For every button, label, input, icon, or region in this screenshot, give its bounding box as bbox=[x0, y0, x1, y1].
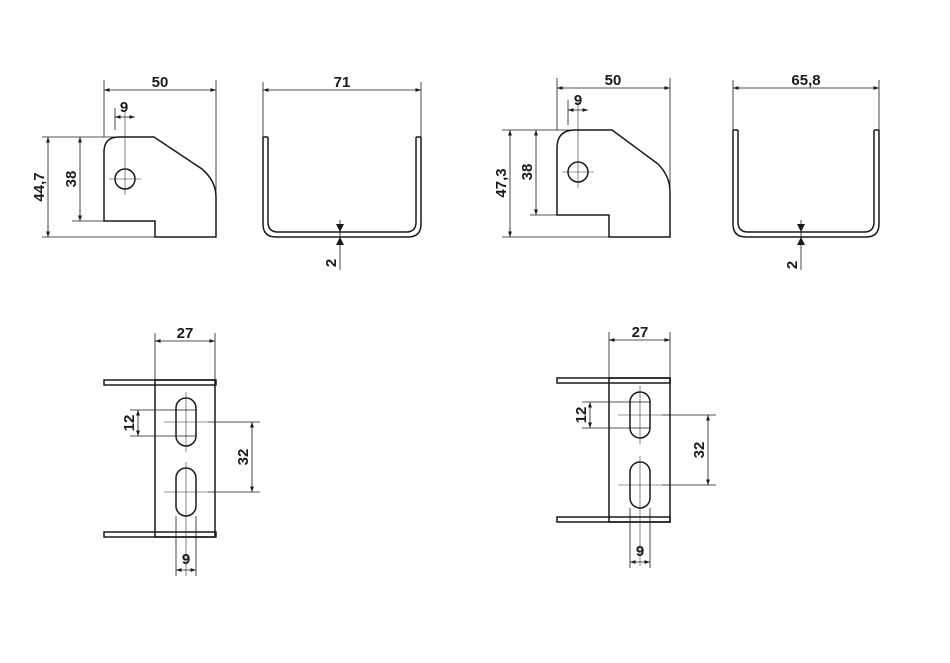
right-bottom-top-flange bbox=[556, 377, 671, 384]
left-side-outline bbox=[103, 136, 217, 238]
dim-width-right-side: 50 bbox=[605, 72, 622, 89]
right-bottom-plate bbox=[608, 377, 671, 523]
right-bottom-bottom-flange bbox=[556, 516, 671, 523]
left-bottom-plate bbox=[154, 379, 216, 538]
left-side-view: 50 9 44,7 38 bbox=[31, 74, 217, 238]
dim-slot-pitch-right-bottom: 32 bbox=[691, 442, 708, 459]
left-bottom-view: 27 12 32 9 bbox=[103, 325, 260, 576]
right-front-view: 65,8 2 bbox=[732, 72, 880, 270]
left-bottom-top-flange bbox=[103, 379, 217, 386]
dim-width-left-front: 71 bbox=[334, 74, 351, 91]
dim-width-right-front: 65,8 bbox=[791, 72, 820, 89]
dim-hole-height-left-side: 38 bbox=[63, 171, 80, 188]
dim-slot-pitch-left-bottom: 32 bbox=[235, 449, 252, 466]
dim-slot-width-left-bottom: 9 bbox=[182, 551, 190, 568]
dim-width-left-side: 50 bbox=[152, 74, 169, 91]
dim-thickness-left-front: 2 bbox=[323, 259, 340, 267]
dim-thickness-right-front: 2 bbox=[784, 261, 801, 269]
dim-height-total-right-side: 47,3 bbox=[493, 168, 510, 197]
dim-hole-height-right-side: 38 bbox=[519, 164, 536, 181]
right-bottom-view: 27 12 32 9 bbox=[556, 324, 716, 568]
dim-slot-length-right-bottom: 12 bbox=[573, 407, 590, 424]
left-bottom-bottom-flange bbox=[103, 531, 217, 538]
left-front-channel-inner bbox=[267, 137, 417, 233]
right-front-channel-outer bbox=[732, 130, 880, 238]
dim-height-total-left-side: 44,7 bbox=[31, 172, 48, 201]
dim-hole-offset-left-side: 9 bbox=[120, 99, 128, 116]
left-front-channel-outer bbox=[262, 137, 422, 238]
dim-slot-length-left-bottom: 12 bbox=[121, 415, 138, 432]
left-front-view: 71 2 bbox=[262, 74, 422, 270]
right-side-outline bbox=[556, 129, 671, 238]
dim-slot-width-right-bottom: 9 bbox=[636, 543, 644, 560]
dim-width-left-bottom: 27 bbox=[177, 325, 194, 342]
dim-width-right-bottom: 27 bbox=[632, 324, 649, 341]
right-front-channel-inner bbox=[737, 130, 875, 233]
right-side-view: 50 9 47,3 38 bbox=[493, 72, 671, 238]
dim-hole-offset-right-side: 9 bbox=[574, 92, 582, 109]
